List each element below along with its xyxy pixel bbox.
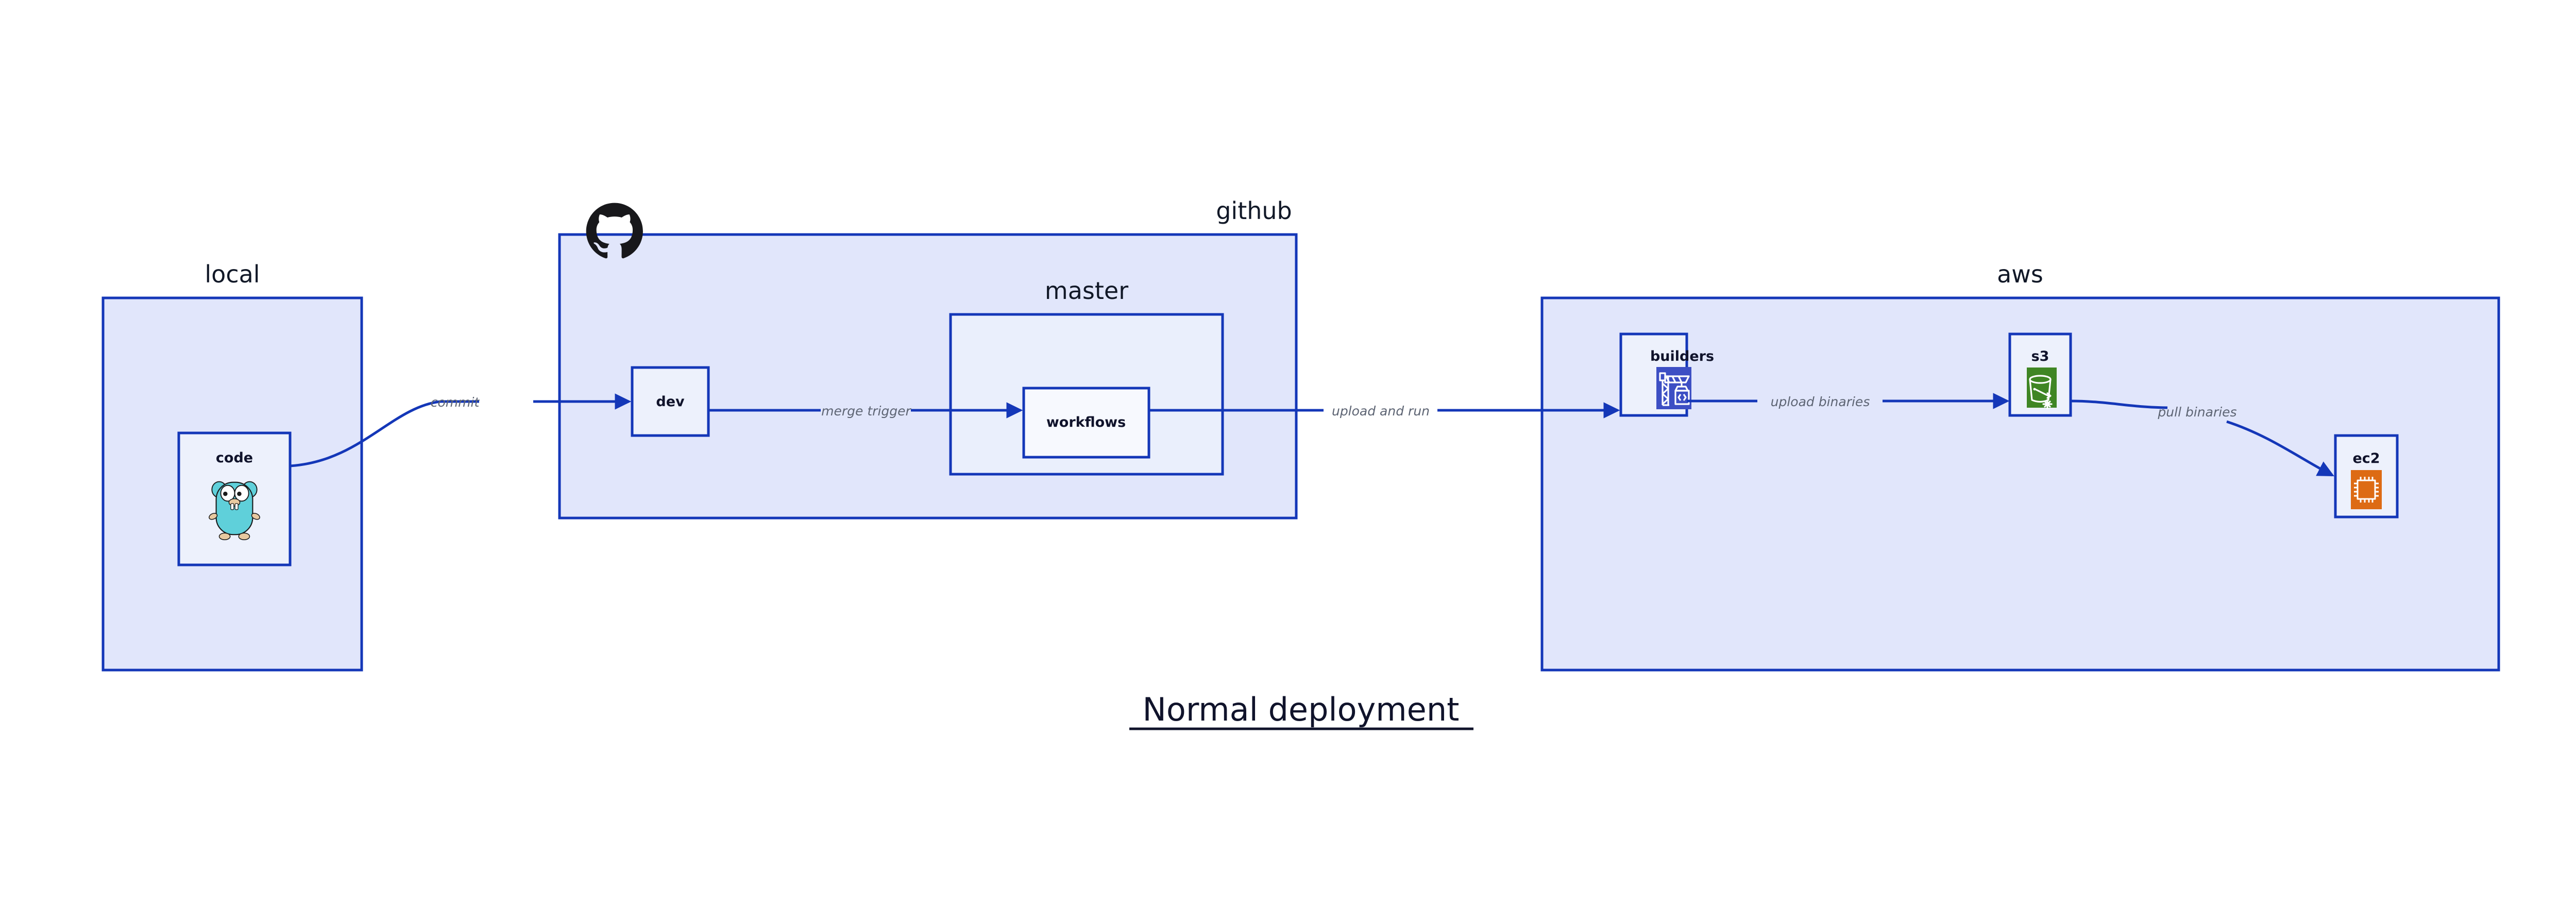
subgroup-master-label: master: [1045, 277, 1128, 305]
node-workflows[interactable]: [1022, 387, 1150, 459]
node-workflows-label: workflows: [1046, 414, 1126, 430]
node-dev-label: dev: [656, 394, 685, 410]
node-s3-label: s3: [2031, 348, 2049, 364]
go-gopher-icon: [209, 481, 260, 540]
node-dev[interactable]: [631, 366, 710, 437]
group-aws-label: aws: [1997, 260, 2043, 288]
edge-merge-trigger-label: merge trigger: [821, 404, 911, 419]
edge-pull-binaries-label: pull binaries: [2157, 405, 2236, 420]
node-builders-label: builders: [1650, 348, 1714, 364]
node-code-label: code: [216, 450, 253, 466]
github-octocat-icon: [586, 203, 643, 259]
edge-upload-and-run-label: upload and run: [1332, 404, 1430, 419]
node-ec2-label: ec2: [2352, 450, 2380, 466]
edge-pull-binaries-tail: [2226, 420, 2334, 477]
edge-pull-binaries: [2070, 399, 2168, 409]
aws-s3-bucket-icon: [2027, 368, 2057, 409]
edge-upload-binaries-label: upload binaries: [1771, 394, 1870, 409]
page-title: Normal deployment: [1143, 691, 1460, 728]
group-local-label: local: [205, 260, 260, 288]
group-github-label: github: [1216, 197, 1292, 225]
edge-commit-label: commit: [431, 395, 480, 410]
aws-ec2-chip-icon: [2351, 470, 2382, 509]
aws-builder-crane-icon: [1656, 367, 1691, 409]
edge-commit: [290, 400, 479, 467]
